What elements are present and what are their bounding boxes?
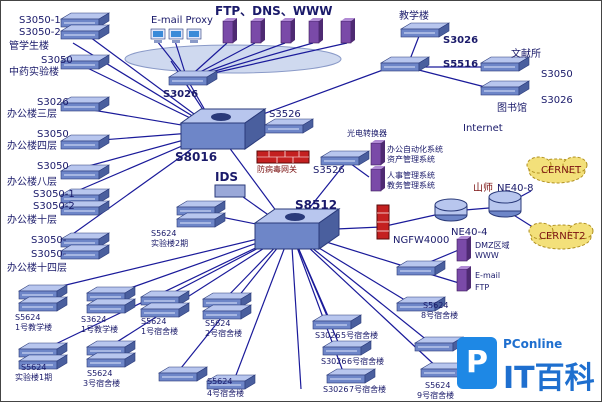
label-cernet: CERNET <box>541 165 582 176</box>
pconline-logo-icon: P <box>457 337 497 389</box>
label-bl9-name: 6号宿舍楼 <box>347 357 385 366</box>
router-ne40-4 <box>434 198 468 222</box>
cernet-cloud <box>526 156 588 184</box>
label-bl12-switch: S5624 <box>425 381 451 390</box>
ids-device <box>214 184 246 198</box>
label-internet: Internet <box>463 123 503 134</box>
label-s3026-library: S3026 <box>541 95 573 106</box>
label-student-dorm: 管学生楼 <box>9 41 49 52</box>
label-bl4-name: 2号宿舍楼 <box>205 329 243 338</box>
label-dmz: DMZ区域 <box>475 241 510 250</box>
label-optical-converter: 光电转换器 <box>347 129 387 138</box>
label-s3050-r7b: S3050- <box>31 249 67 260</box>
label-bl2-name: 1号教学楼 <box>81 325 119 334</box>
pconline-logo: P PConline IT百科 <box>453 333 601 401</box>
label-cernet2: CERNET2 <box>539 231 586 242</box>
label-bl8-name: 5号宿舍楼 <box>341 331 379 340</box>
label-s3050-r6a: S3050-1 <box>33 189 75 200</box>
label-bl3-switch: S5624 <box>141 317 167 326</box>
label-ftp-server: FTP <box>475 283 490 292</box>
label-bl8-switch: S3026 <box>315 331 341 340</box>
label-office-14f: 办公楼十四层 <box>7 263 67 274</box>
label-office-automation: 办公自动化系统 <box>387 145 443 154</box>
label-bl4-switch: S5624 <box>205 319 231 328</box>
label-s3050-right: S3050 <box>541 69 573 80</box>
label-ne40-8: NE40-8 <box>497 183 534 194</box>
pconline-logo-text: PConline <box>503 337 563 351</box>
label-s3026-right: S3026 <box>443 35 479 46</box>
label-office-10f: 办公楼十层 <box>7 215 57 226</box>
ngfw-firewall <box>376 204 390 240</box>
label-s3526: S3526 <box>269 109 301 120</box>
label-bl7-name: 4号宿舍楼 <box>207 389 245 398</box>
cernet2-cloud <box>528 222 594 250</box>
label-ne40-4: NE40-4 <box>451 227 488 238</box>
label-bl3-name: 1号宿舍楼 <box>141 327 179 336</box>
label-library: 图书馆 <box>497 103 527 114</box>
label-email-server: E-mail <box>475 271 501 280</box>
label-s3050-r6b: S3050-2 <box>33 201 75 212</box>
label-bl1-switch: S5624 <box>15 313 41 322</box>
label-antivirus-gateway: 防病毒网关 <box>257 165 297 174</box>
router-ne40-8 <box>488 190 522 218</box>
label-lab-phase2: 实验楼2期 <box>151 239 189 248</box>
label-s5516: S5516 <box>443 59 479 70</box>
label-bl11-switch: S5624 <box>423 301 449 310</box>
label-bl1-name: 1号教学楼 <box>15 323 53 332</box>
it-baike-logo-text: IT百科 <box>503 361 595 396</box>
label-s8512: S8512 <box>295 198 338 212</box>
label-s3050-1: S3050-1 <box>19 15 61 26</box>
antivirus-gateway <box>256 150 310 164</box>
label-ids: IDS <box>215 170 239 184</box>
label-office-8f: 办公楼八层 <box>7 177 57 188</box>
label-www: WWW <box>475 251 499 260</box>
label-bl2-switch: S3624 <box>81 315 107 324</box>
label-office-3f: 办公楼三层 <box>7 109 57 120</box>
label-s3050-r4: S3050 <box>37 129 69 140</box>
label-bl7-switch: S5624 <box>207 377 233 386</box>
label-asset-management: 资产管理系统 <box>387 155 435 164</box>
label-s5624-lab2: S5624 <box>151 229 177 238</box>
label-literature-institute: 文献所 <box>511 49 541 60</box>
label-bl12-name: 9号宿舍楼 <box>417 391 455 400</box>
label-bl6-switch: S5624 <box>87 369 113 378</box>
label-bl6-name: 3号宿舍楼 <box>83 379 121 388</box>
label-s8016: S8016 <box>175 150 218 164</box>
label-s3050-r5: S3050 <box>37 161 69 172</box>
label-bl5-name: 实验楼1期 <box>15 373 53 382</box>
label-bl10-name: 7号宿舍楼 <box>349 385 387 394</box>
label-shanshi: 山师 <box>473 183 493 194</box>
label-bl9-switch: S3026 <box>321 357 347 366</box>
core-switch-s8016 <box>179 108 267 150</box>
core-switch-s8512 <box>253 208 341 250</box>
label-s3026-mid: S3026 <box>163 89 199 100</box>
label-s3526-2: S3526 <box>313 165 345 176</box>
label-ngfw: NGFW4000 <box>393 235 450 246</box>
label-academic-system: 教务管理系统 <box>387 181 435 190</box>
label-teaching-building: 教学楼 <box>399 11 429 22</box>
label-s3026-a: S3026 <box>37 97 69 108</box>
label-bl10-switch: S3026 <box>323 385 349 394</box>
label-server-group: FTP、DNS、WWW <box>215 4 333 18</box>
label-s3050-2: S3050-2 <box>19 27 61 38</box>
label-bl5-switch: S5624 <box>21 363 47 372</box>
label-bl11-name: 8号宿舍楼 <box>421 311 459 320</box>
label-email-proxy: E-mail Proxy <box>151 15 213 26</box>
label-office-4f: 办公楼四层 <box>7 141 57 152</box>
label-medicine-lab: 中药实验楼 <box>9 67 59 78</box>
label-personnel-system: 人事管理系统 <box>387 171 435 180</box>
label-s3050-r2: S3050 <box>41 55 73 66</box>
label-s3050-r7a: S3050- <box>31 235 67 246</box>
